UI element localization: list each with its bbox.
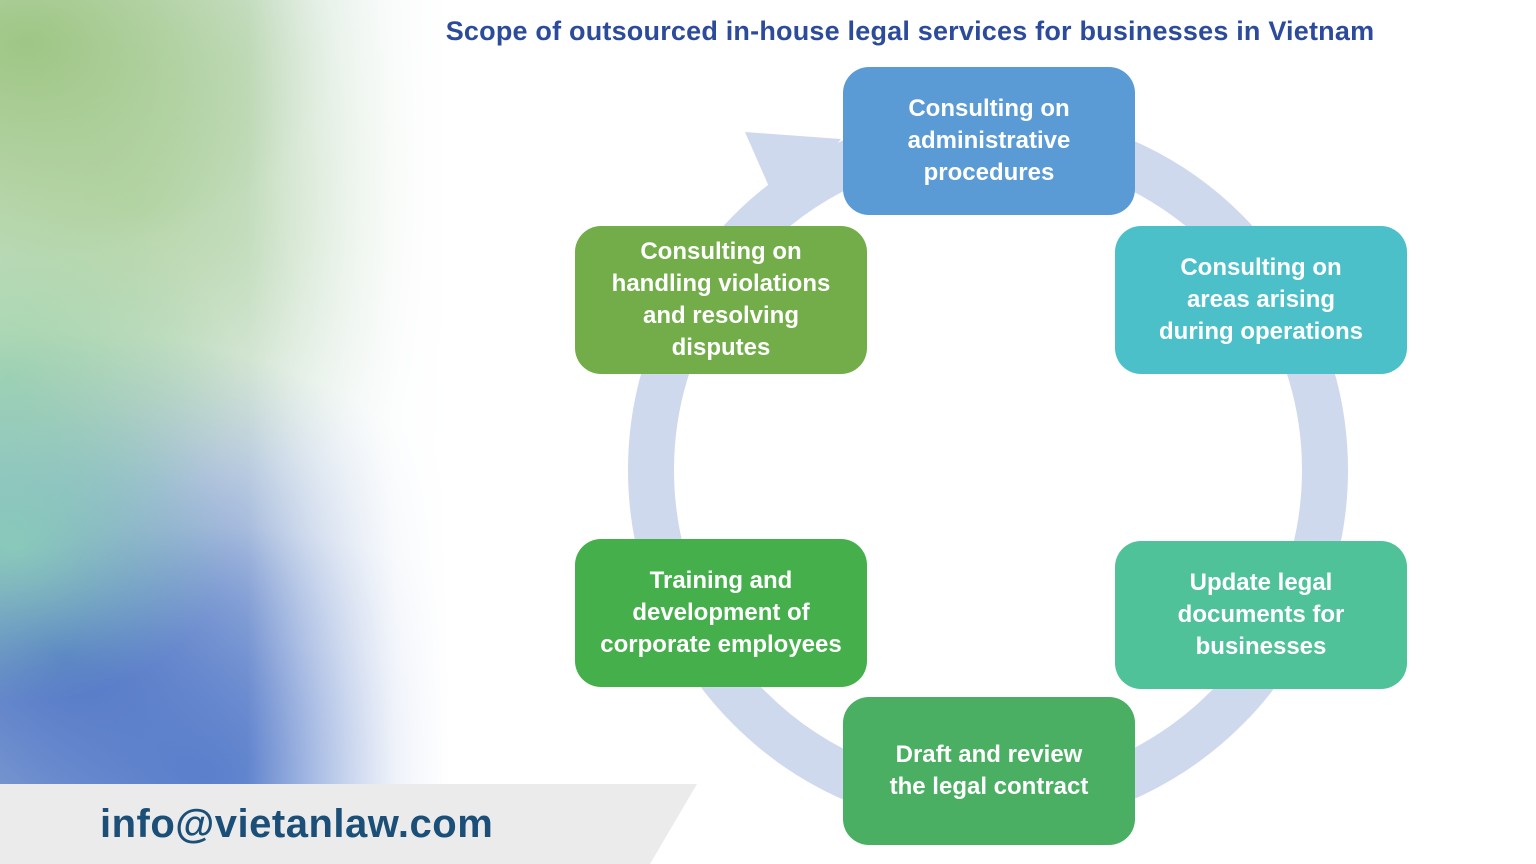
page-title: Scope of outsourced in-house legal servi… [445,16,1375,46]
watercolor-background [0,0,450,864]
cycle-node-training-development: Training and development of corporate em… [575,539,867,687]
cycle-node-consulting-operations: Consulting on areas arising during opera… [1115,226,1407,374]
cycle-node-handling-violations: Consulting on handling violations and re… [575,226,867,374]
cycle-node-update-legal-documents: Update legal documents for businesses [1115,541,1407,689]
cycle-node-consulting-administrative: Consulting on administrative procedures [843,67,1135,215]
contact-email: info@vietanlaw.com [100,801,494,846]
cycle-arrow-icon [745,132,841,214]
footer-bar: info@vietanlaw.com [0,784,697,864]
cycle-node-draft-review-contract: Draft and review the legal contract [843,697,1135,845]
